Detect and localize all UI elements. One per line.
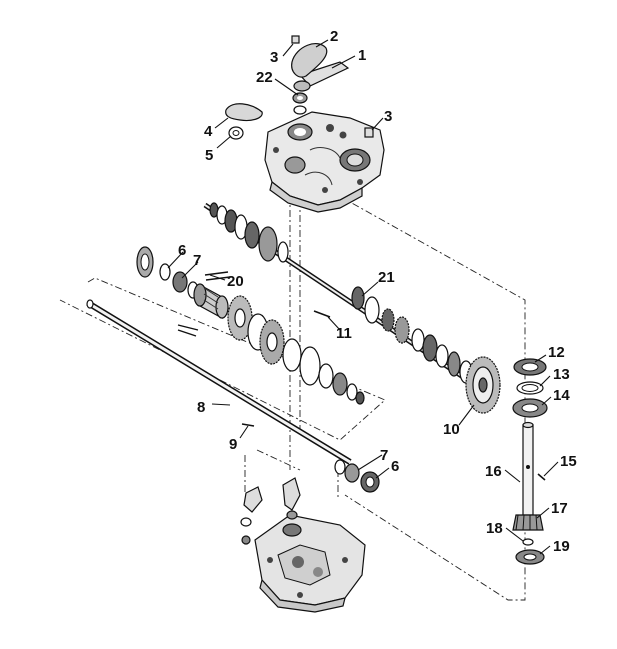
callout-16: 16 bbox=[485, 463, 502, 480]
gear-part bbox=[299, 346, 321, 386]
gear-part bbox=[266, 332, 278, 352]
lower-housing bbox=[240, 477, 366, 613]
gear-part bbox=[411, 328, 425, 352]
callout-3: 3 bbox=[384, 108, 392, 125]
gear-part bbox=[244, 221, 260, 249]
callout-15: 15 bbox=[560, 453, 577, 470]
callout-9: 9 bbox=[229, 436, 237, 453]
callout-18: 18 bbox=[486, 520, 503, 537]
callout-2: 2 bbox=[330, 28, 338, 45]
long-axle-shaft bbox=[86, 299, 352, 465]
callout-4: 4 bbox=[204, 123, 213, 140]
gear-part bbox=[351, 286, 365, 310]
gear-part bbox=[346, 383, 358, 401]
callout-8: 8 bbox=[197, 399, 205, 416]
callout-19: 19 bbox=[553, 538, 570, 555]
gear-part bbox=[234, 308, 246, 328]
callout-14: 14 bbox=[553, 387, 570, 404]
callout-labels: 1 2 3 3 22 4 5 6 7 20 21 11 12 13 14 10 … bbox=[178, 28, 577, 555]
leader-lines bbox=[167, 39, 559, 555]
callout-1: 1 bbox=[358, 47, 366, 64]
gear-part bbox=[435, 344, 449, 368]
callout-7: 7 bbox=[193, 252, 201, 269]
callout-21: 21 bbox=[378, 269, 395, 286]
callout-20: 20 bbox=[227, 273, 244, 290]
gear-part bbox=[277, 241, 289, 263]
callout-6: 6 bbox=[391, 458, 399, 475]
countershaft-gear-stack bbox=[227, 295, 365, 405]
callout-10: 10 bbox=[443, 421, 460, 438]
shift-lever-assembly bbox=[225, 35, 374, 140]
gear-part bbox=[258, 226, 278, 262]
gear-part bbox=[318, 363, 334, 389]
gear-part bbox=[422, 334, 438, 362]
callout-13: 13 bbox=[553, 366, 570, 383]
output-shaft-stack bbox=[512, 358, 548, 565]
gear-part bbox=[381, 308, 395, 332]
axle-bearing-right bbox=[334, 459, 380, 493]
gear-part bbox=[447, 351, 461, 377]
gear-part bbox=[364, 296, 380, 324]
upper-housing bbox=[264, 111, 385, 213]
gear-part bbox=[355, 391, 365, 405]
callout-11: 11 bbox=[336, 325, 352, 342]
pins bbox=[177, 271, 546, 481]
callout-6: 6 bbox=[178, 242, 186, 259]
callout-3: 3 bbox=[270, 49, 278, 66]
gear-part bbox=[332, 372, 348, 396]
gear-part bbox=[282, 338, 302, 372]
bevel-gear bbox=[465, 356, 501, 414]
callout-7: 7 bbox=[380, 447, 388, 464]
gear-part bbox=[394, 316, 410, 344]
callout-22: 22 bbox=[256, 69, 273, 86]
callout-5: 5 bbox=[205, 147, 213, 164]
callout-12: 12 bbox=[548, 344, 565, 361]
callout-17: 17 bbox=[551, 500, 568, 517]
